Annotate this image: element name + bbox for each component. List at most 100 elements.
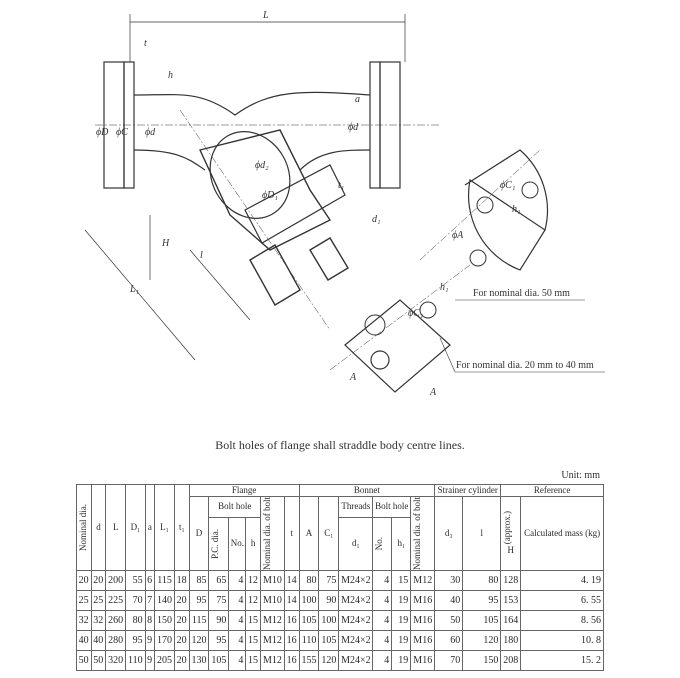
col-threads-d1: d₁ [338, 516, 374, 572]
group-reference: Reference [500, 484, 604, 497]
table-cell: 320 [105, 650, 127, 671]
table-cell: 15 [391, 570, 412, 591]
table-cell: 4 [372, 650, 393, 671]
col-no-2: No. [372, 516, 393, 572]
table-cell: 170 [154, 630, 175, 651]
table-cell: 18 [173, 570, 190, 591]
table-cell: 75 [208, 590, 230, 611]
table-cell: 100 [318, 610, 340, 631]
table-cell: 6 [144, 570, 156, 591]
dim-d1-label: d₁ [372, 214, 380, 225]
table-cell: 140 [154, 590, 175, 611]
table-cell: 50 [434, 610, 464, 631]
table-cell: 4 [228, 610, 247, 631]
col-H: (approx.)H [500, 496, 522, 571]
table-cell: M12 [259, 650, 285, 671]
table-cell: M12 [410, 570, 436, 591]
col-nominal-dia: Nominal dia. [76, 484, 92, 571]
dim-d-right-label: ϕd [348, 122, 359, 133]
dim-H-label: H [161, 238, 170, 249]
table-cell: 105 [298, 610, 320, 631]
col-A: A [298, 496, 320, 571]
col-threads: Threads [338, 496, 374, 518]
col-t1: t₁ [173, 484, 190, 571]
table-cell: 105 [208, 650, 230, 671]
table-cell: 19 [391, 610, 412, 631]
table-cell: 95 [188, 590, 210, 611]
table-cell: 40 [90, 630, 107, 651]
table-cell: 16 [283, 650, 300, 671]
table-cell: 20 [76, 570, 92, 591]
table-cell: 14 [283, 590, 300, 611]
dim-t1-label: t₁ [338, 180, 344, 191]
table-cell: M24×2 [338, 610, 374, 631]
table-cell: 280 [105, 630, 127, 651]
table-cell: M12 [259, 610, 285, 631]
table-cell: 19 [391, 590, 412, 611]
table-cell: 85 [188, 570, 210, 591]
table-cell: 4 [228, 650, 247, 671]
col-pc-dia: P.C. dia. [208, 516, 230, 572]
col-a: a [144, 484, 156, 571]
col-nominal-dia-bolt: Nominal dia. of bolt [259, 496, 285, 571]
table-cell: 110 [298, 630, 320, 651]
table-cell: 16 [283, 630, 300, 651]
table-cell: 4. 19 [520, 570, 604, 591]
table-cell: 150 [154, 610, 175, 631]
table-cell: 80 [462, 570, 502, 591]
col-h1: h₁ [391, 516, 412, 572]
table-cell: 10. 8 [520, 630, 604, 651]
dim-C-label: ϕC [116, 127, 128, 138]
table-cell: 32 [90, 610, 107, 631]
table-cell: 105 [462, 610, 502, 631]
dim-L1-label: L₁ [129, 284, 139, 295]
callout-20-40mm: For nominal dia. 20 mm to 40 mm [456, 360, 594, 371]
table-cell: 55 [125, 570, 146, 591]
table-cell: 120 [188, 630, 210, 651]
table-cell: 4 [372, 570, 393, 591]
table-cell: 4 [372, 630, 393, 651]
col-D: D [188, 496, 210, 571]
dim-C1-square-label: ϕC₁ [408, 308, 423, 319]
dim-L-label: L [262, 10, 269, 21]
table-cell: 120 [318, 650, 340, 671]
dim-C1-circle-label: ϕC₁ [500, 180, 515, 191]
col-L1: L₁ [154, 484, 175, 571]
table-cell: 95 [125, 630, 146, 651]
table-cell: 95 [208, 630, 230, 651]
table-cell: 15. 2 [520, 650, 604, 671]
table-cell: M24×2 [338, 650, 374, 671]
table-cell: 4 [228, 570, 247, 591]
table-cell: 15 [245, 630, 261, 651]
dim-d-label: ϕd [145, 127, 156, 138]
table-cell: M16 [410, 630, 436, 651]
table-cell: 153 [500, 590, 522, 611]
table-cell: M16 [410, 650, 436, 671]
table-cell: 164 [500, 610, 522, 631]
col-C1: C₁ [318, 496, 340, 571]
table-cell: 9 [144, 630, 156, 651]
dimensions-table: Nominal dia. d L D₁ a L₁ t₁ Flange Bonne… [76, 484, 604, 671]
col-d: d [90, 484, 107, 571]
table-cell: 150 [462, 650, 502, 671]
table-cell: 200 [105, 570, 127, 591]
table-cell: 70 [125, 590, 146, 611]
dim-h1-square-label: h₁ [440, 282, 448, 293]
table-cell: 115 [154, 570, 175, 591]
table-cell: 90 [318, 590, 340, 611]
dim-h1-circle-label: h₁ [512, 204, 520, 215]
table-cell: 180 [500, 630, 522, 651]
table-cell: M10 [259, 590, 285, 611]
table-cell: 25 [90, 590, 107, 611]
table-cell: 20 [90, 570, 107, 591]
dim-A-circle-label: ϕA [452, 230, 464, 241]
col-D1: D₁ [125, 484, 146, 571]
table-cell: 110 [125, 650, 146, 671]
table-cell: 50 [90, 650, 107, 671]
table-cell: 20 [173, 610, 190, 631]
table-cell: 4 [372, 590, 393, 611]
table-cell: 20 [173, 630, 190, 651]
